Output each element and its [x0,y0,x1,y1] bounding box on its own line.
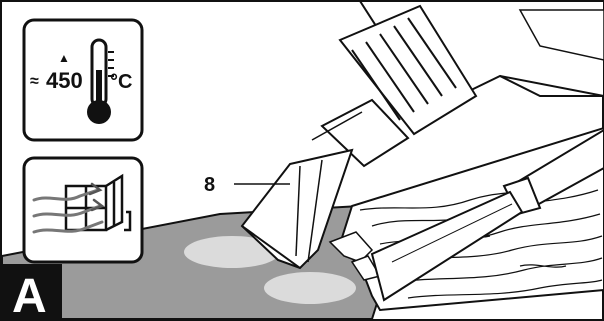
temperature-increase-marker: ▲ [58,51,70,65]
approx-symbol: ≈ [30,73,39,90]
heat-glow-spot [264,272,356,304]
ventilation-panel [24,158,142,262]
callout-number: 8 [204,174,215,196]
figure-label-box: A [2,264,62,321]
temperature-value: 450 [46,68,83,93]
figure-label: A [12,270,47,321]
temperature-unit: °C [110,71,132,93]
temperature-panel: ▲ ≈ 450 °C [24,20,142,140]
